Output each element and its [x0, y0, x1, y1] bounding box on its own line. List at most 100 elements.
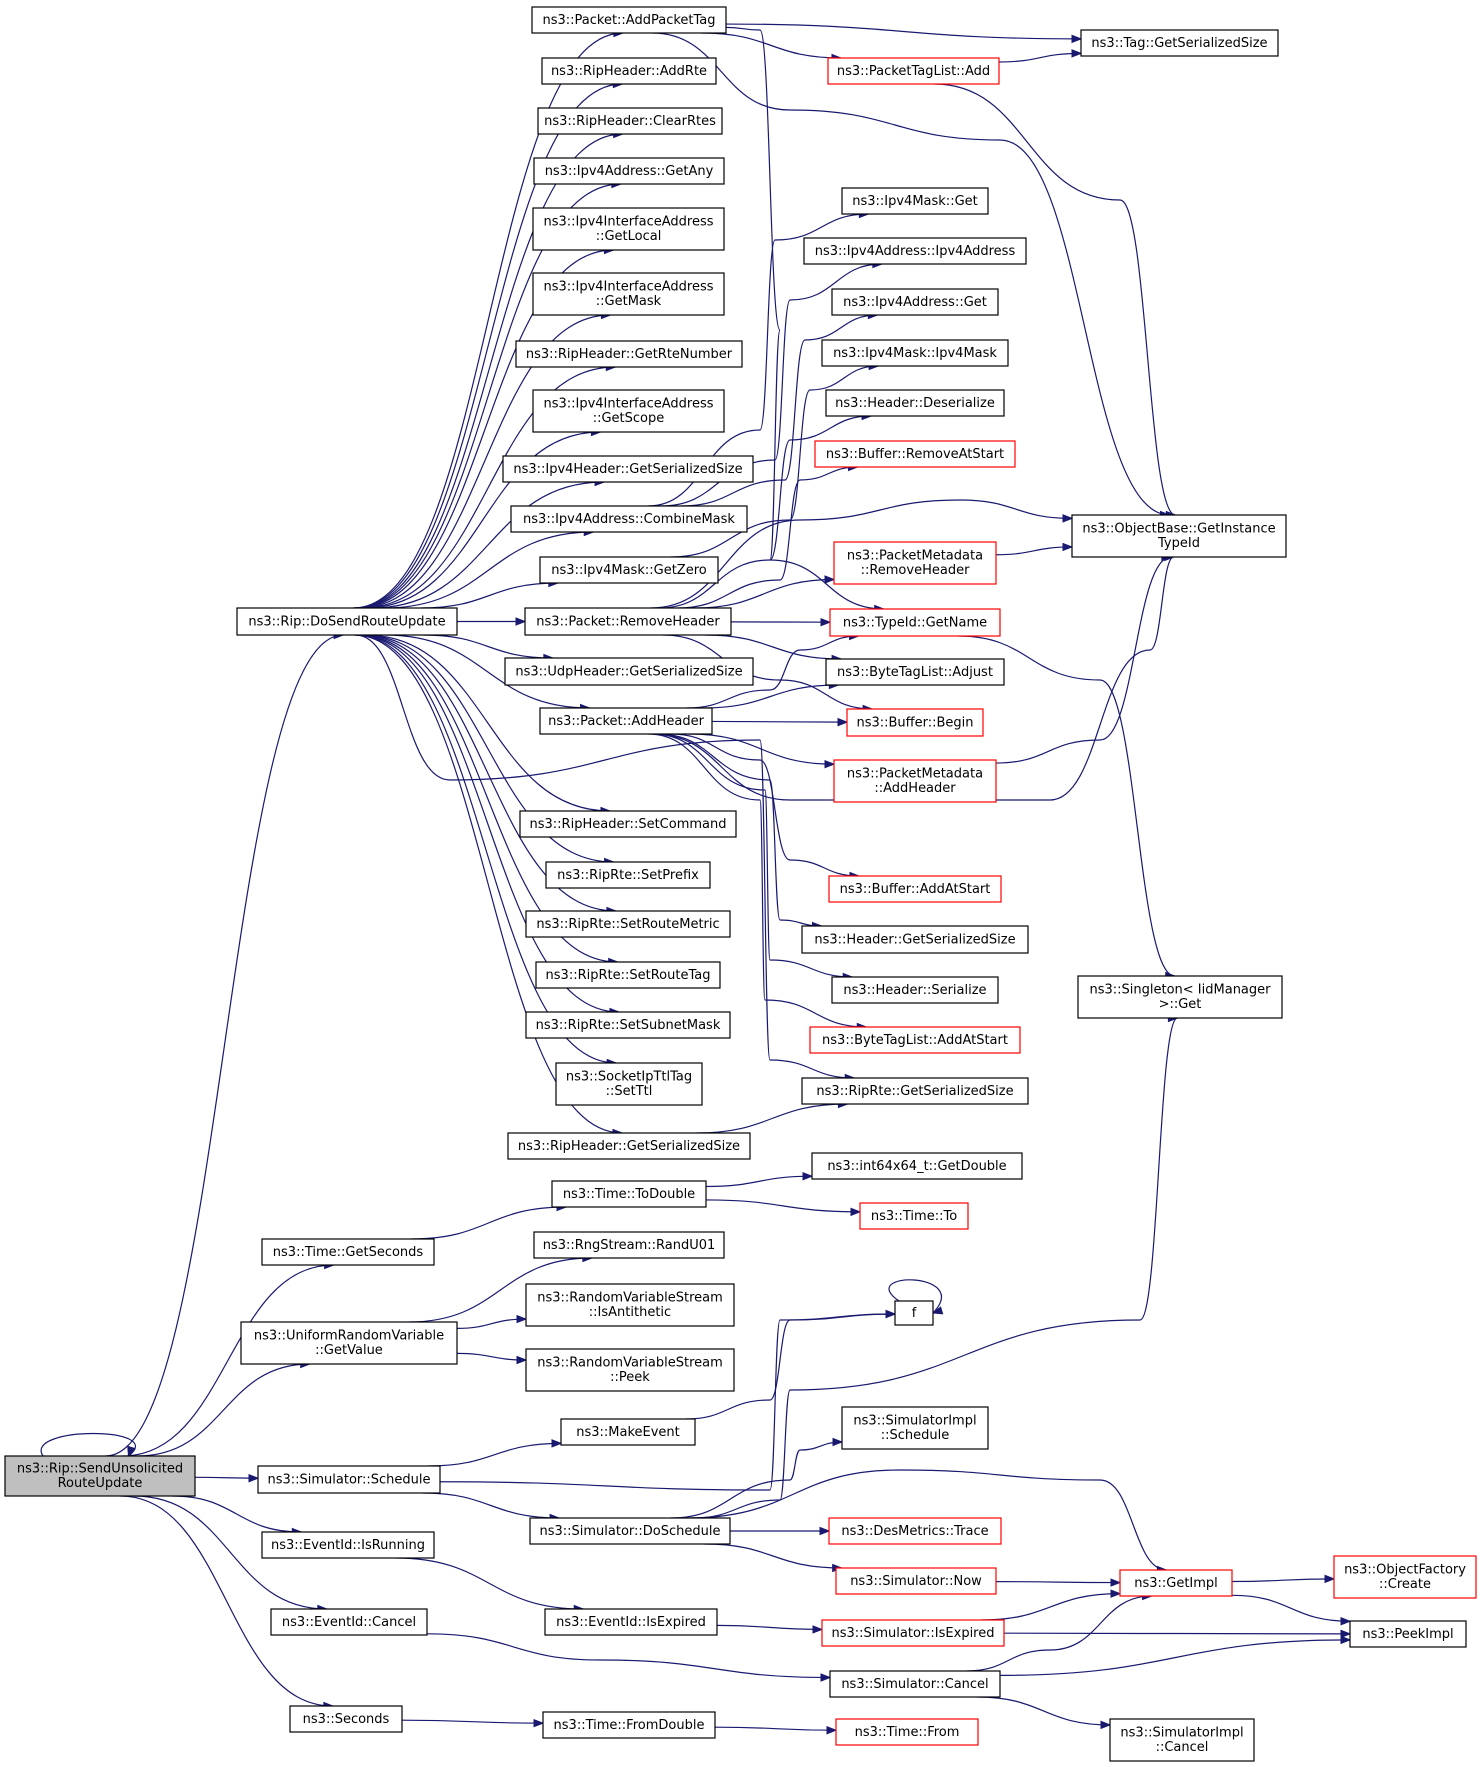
node-getAny[interactable]: ns3::Ipv4Address::GetAny: [533, 157, 725, 185]
node-simIsExpired[interactable]: ns3::Simulator::IsExpired: [821, 1619, 1005, 1647]
edge-line-doSend-to-udpHdrSize: [423, 634, 553, 659]
node-singletonGet[interactable]: ns3::Singleton< IidManager >::Get: [1077, 975, 1283, 1019]
node-removeHeader[interactable]: ns3::Packet::RemoveHeader: [524, 607, 732, 636]
node-getMask[interactable]: ns3::Ipv4InterfaceAddress::GetMask: [532, 272, 725, 316]
node-label-root-1: RouteUpdate: [58, 1476, 143, 1491]
node-hdrSize[interactable]: ns3::Header::GetSerializedSize: [801, 925, 1029, 954]
node-addPacketTag[interactable]: ns3::Packet::AddPacketTag: [531, 6, 727, 34]
node-getScope[interactable]: ns3::Ipv4InterfaceAddress::GetScope: [532, 389, 725, 433]
edge-arrow-doSchedule-to-desTrace: [819, 1526, 831, 1536]
node-simNow[interactable]: ns3::Simulator::Now: [835, 1567, 997, 1595]
edge-line-removeHeader-to-pmRemove: [694, 578, 835, 609]
edge-line-doSend-to-clearRtes: [354, 133, 623, 609]
node-timeTo[interactable]: ns3::Time::To: [859, 1202, 969, 1230]
edge-line-simSchedule-to-doSchedule: [422, 1492, 560, 1519]
node-isExpired[interactable]: ns3::EventId::IsExpired: [544, 1608, 718, 1636]
node-implSchedule[interactable]: ns3::SimulatorImpl::Schedule: [841, 1406, 989, 1450]
node-tagSize[interactable]: ns3::Tag::GetSerializedSize: [1080, 29, 1279, 57]
node-label-addPacketTag-0: ns3::Packet::AddPacketTag: [542, 13, 715, 28]
node-label-peekImpl-0: ns3::PeekImpl: [1362, 1627, 1453, 1642]
node-getSeconds[interactable]: ns3::Time::GetSeconds: [261, 1238, 435, 1266]
node-pmAdd[interactable]: ns3::PacketMetadata::AddHeader: [833, 759, 997, 803]
node-setRouteTag[interactable]: ns3::RipRte::SetRouteTag: [535, 961, 721, 989]
node-doSend[interactable]: ns3::Rip::DoSendRouteUpdate: [236, 607, 458, 636]
node-fromDouble[interactable]: ns3::Time::FromDouble: [542, 1711, 716, 1739]
node-simSchedule[interactable]: ns3::Simulator::Schedule: [257, 1465, 441, 1494]
node-uniformGet[interactable]: ns3::UniformRandomVariable::GetValue: [240, 1321, 458, 1365]
edge-arrow-toDouble-to-timeTo: [850, 1207, 862, 1217]
node-setPrefix[interactable]: ns3::RipRte::SetPrefix: [545, 861, 711, 889]
node-ptlAdd[interactable]: ns3::PacketTagList::Add: [827, 57, 1000, 85]
node-peekImpl[interactable]: ns3::PeekImpl: [1349, 1620, 1467, 1648]
node-desTrace[interactable]: ns3::DesMetrics::Trace: [828, 1517, 1002, 1545]
node-box-getImpl: [1119, 1569, 1233, 1597]
node-implCancel[interactable]: ns3::SimulatorImpl::Cancel: [1109, 1718, 1255, 1762]
node-setSubnetMask[interactable]: ns3::RipRte::SetSubnetMask: [525, 1011, 731, 1039]
edge-arrow-ptlAdd-to-tagSize: [1071, 49, 1083, 58]
node-doSchedule[interactable]: ns3::Simulator::DoSchedule: [529, 1517, 731, 1545]
node-simCancel[interactable]: ns3::Simulator::Cancel: [829, 1670, 1001, 1698]
node-label-singletonGet-0: ns3::Singleton< IidManager: [1089, 983, 1271, 998]
node-setTtl[interactable]: ns3::SocketIpTtlTag::SetTtl: [555, 1062, 703, 1106]
node-box-ripHdrSize: [507, 1132, 751, 1160]
node-label-implCancel-1: ::Cancel: [1156, 1740, 1209, 1755]
node-label-doSchedule-0: ns3::Simulator::DoSchedule: [539, 1524, 720, 1539]
node-addrGet[interactable]: ns3::Ipv4Address::Get: [831, 288, 999, 316]
node-label-timeTo-0: ns3::Time::To: [871, 1209, 957, 1224]
node-ripHdrSize[interactable]: ns3::RipHeader::GetSerializedSize: [507, 1132, 751, 1160]
node-getZero[interactable]: ns3::Ipv4Mask::GetZero: [539, 556, 719, 584]
node-timeFrom[interactable]: ns3::Time::From: [835, 1718, 979, 1746]
node-pmRemove[interactable]: ns3::PacketMetadata::RemoveHeader: [833, 541, 997, 585]
edge-arrow-root-to-root: [127, 1445, 136, 1458]
node-box-setCommand: [519, 810, 737, 838]
node-label-getLocal-1: ::GetLocal: [596, 229, 662, 244]
node-combineMask[interactable]: ns3::Ipv4Address::CombineMask: [510, 505, 748, 533]
node-udpHdrSize[interactable]: ns3::UdpHeader::GetSerializedSize: [504, 657, 754, 686]
node-eventCancel[interactable]: ns3::EventId::Cancel: [270, 1608, 428, 1636]
node-maskGet[interactable]: ns3::Ipv4Mask::Get: [841, 187, 989, 215]
node-hdrDeser[interactable]: ns3::Header::Deserialize: [825, 389, 1005, 417]
node-bufRemove[interactable]: ns3::Buffer::RemoveAtStart: [814, 440, 1016, 468]
node-f[interactable]: f: [894, 1300, 934, 1326]
node-label-getScope-0: ns3::Ipv4InterfaceAddress: [543, 397, 713, 412]
node-makeEvent[interactable]: ns3::MakeEvent: [560, 1418, 696, 1446]
node-box-setRouteTag: [535, 961, 721, 989]
node-objFactory[interactable]: ns3::ObjectFactory::Create: [1333, 1555, 1477, 1599]
node-rteSize[interactable]: ns3::RipRte::GetSerializedSize: [801, 1077, 1029, 1105]
node-maskCtor[interactable]: ns3::Ipv4Mask::Ipv4Mask: [821, 339, 1009, 367]
node-bufAddStart[interactable]: ns3::Buffer::AddAtStart: [828, 875, 1002, 903]
node-setCommand[interactable]: ns3::RipHeader::SetCommand: [519, 810, 737, 838]
node-getImpl[interactable]: ns3::GetImpl: [1119, 1569, 1233, 1597]
edge-line-ripHdrSize-to-rteSize: [696, 1103, 848, 1134]
node-typeIdName[interactable]: ns3::TypeId::GetName: [829, 608, 1001, 637]
node-addRte[interactable]: ns3::RipHeader::AddRte: [541, 57, 717, 85]
node-seconds[interactable]: ns3::Seconds: [289, 1705, 403, 1733]
node-box-setSubnetMask: [525, 1011, 731, 1039]
edge-arrow-uniformGet-to-isAntithetic: [516, 1314, 528, 1324]
node-hdrSer[interactable]: ns3::Header::Serialize: [831, 976, 999, 1004]
node-label-randU01-0: ns3::RngStream::RandU01: [543, 1238, 716, 1253]
node-setRouteMetric[interactable]: ns3::RipRte::SetRouteMetric: [525, 910, 731, 938]
node-randU01[interactable]: ns3::RngStream::RandU01: [533, 1231, 725, 1259]
node-bufBegin[interactable]: ns3::Buffer::Begin: [846, 708, 984, 737]
node-int64GetDouble[interactable]: ns3::int64x64_t::GetDouble: [811, 1152, 1023, 1180]
node-btlAddStart[interactable]: ns3::ByteTagList::AddAtStart: [809, 1026, 1021, 1054]
node-isRunning[interactable]: ns3::EventId::IsRunning: [261, 1531, 435, 1559]
node-getRteNumber[interactable]: ns3::RipHeader::GetRteNumber: [515, 340, 743, 368]
node-peek[interactable]: ns3::RandomVariableStream::Peek: [525, 1348, 735, 1392]
node-addHeader[interactable]: ns3::Packet::AddHeader: [539, 707, 713, 735]
edge-uniformGet-to-isAntithetic: [456, 1314, 528, 1329]
node-addrCtor[interactable]: ns3::Ipv4Address::Ipv4Address: [803, 237, 1027, 265]
node-clearRtes[interactable]: ns3::RipHeader::ClearRtes: [537, 107, 723, 135]
edge-removeHeader-to-pmRemove: [694, 575, 836, 609]
node-toDouble[interactable]: ns3::Time::ToDouble: [551, 1180, 707, 1208]
node-ipv4HdrSize[interactable]: ns3::Ipv4Header::GetSerializedSize: [502, 455, 754, 483]
node-getLocal[interactable]: ns3::Ipv4InterfaceAddress::GetLocal: [532, 207, 725, 251]
edge-line-simSchedule-to-makeEvent: [428, 1442, 562, 1467]
edge-line-combineMask-to-addrGet: [680, 314, 878, 507]
node-isAntithetic[interactable]: ns3::RandomVariableStream::IsAntithetic: [525, 1283, 735, 1327]
node-btlAdjust[interactable]: ns3::ByteTagList::Adjust: [825, 658, 1005, 686]
edge-getImpl-to-objFactory: [1231, 1574, 1336, 1584]
